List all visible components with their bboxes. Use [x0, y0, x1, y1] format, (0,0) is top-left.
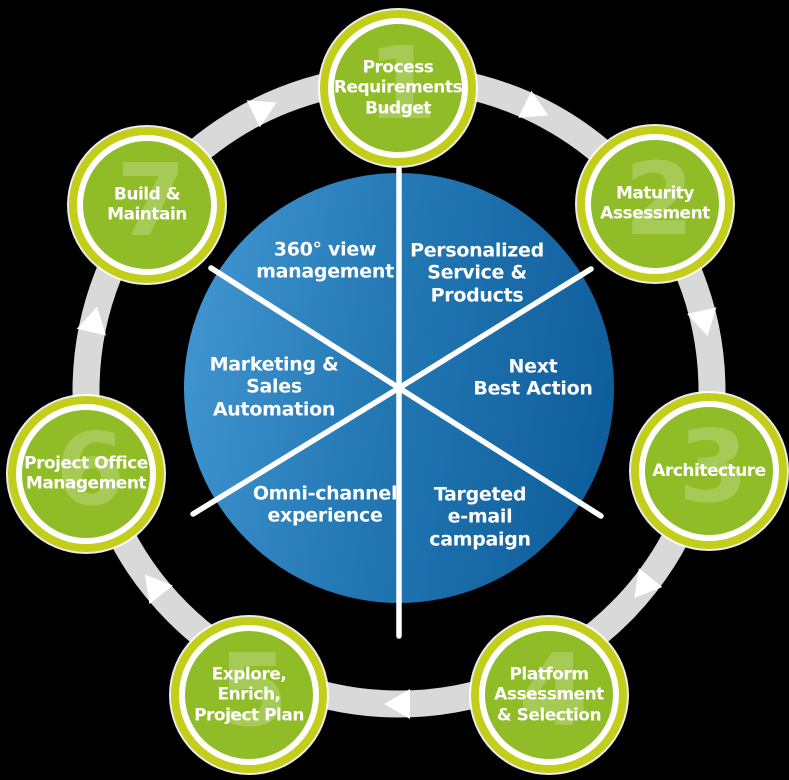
segment-label-next-best-action: Next Best Action: [473, 355, 593, 400]
step-circle-5: 5 Explore, Enrich, Project Plan: [179, 625, 319, 765]
step-circle-3: 3 Architecture: [639, 401, 779, 541]
divider-line-lower-right: [396, 385, 604, 519]
clockwise-arrow-icon: [384, 689, 410, 719]
step-circle-1: 1 Process Requirements Budget: [328, 18, 468, 158]
segment-label-marketing-sales-automation: Marketing & Sales Automation: [209, 353, 339, 421]
step-circle-2: 2 Maturity Assessment: [585, 134, 725, 274]
step-label: Architecture: [652, 460, 766, 481]
step-label: Build & Maintain: [107, 184, 187, 225]
step-label: Project Office Management: [24, 453, 148, 494]
step-circle-4: 4 Platform Assessment & Selection: [479, 625, 619, 765]
segment-label-omni-channel-experience: Omni-channel experience: [252, 482, 398, 527]
step-label: Process Requirements Budget: [333, 57, 463, 119]
clockwise-arrow-icon: [634, 568, 663, 598]
clockwise-arrow-icon: [76, 306, 106, 336]
segment-label-360-view-management: 360° view management: [256, 238, 394, 283]
clockwise-arrow-icon: [246, 100, 277, 128]
step-label: Maturity Assessment: [600, 183, 710, 224]
segment-label-personalized-service-products: Personalized Service & Products: [410, 239, 544, 307]
step-circle-7: 7 Build & Maintain: [77, 135, 217, 275]
clockwise-arrow-icon: [687, 307, 717, 337]
divider-line-lower-left: [190, 385, 402, 517]
divider-line-upper-right: [396, 266, 594, 391]
divider-line-upper-left: [208, 265, 402, 391]
clockwise-arrow-icon: [518, 90, 549, 118]
step-label: Platform Assessment & Selection: [494, 664, 604, 726]
step-circle-6: 6 Project Office Management: [16, 404, 156, 544]
clockwise-arrow-icon: [144, 574, 173, 605]
segment-label-targeted-email-campaign: Targeted e-mail campaign: [429, 483, 531, 551]
step-label: Explore, Enrich, Project Plan: [194, 664, 304, 726]
